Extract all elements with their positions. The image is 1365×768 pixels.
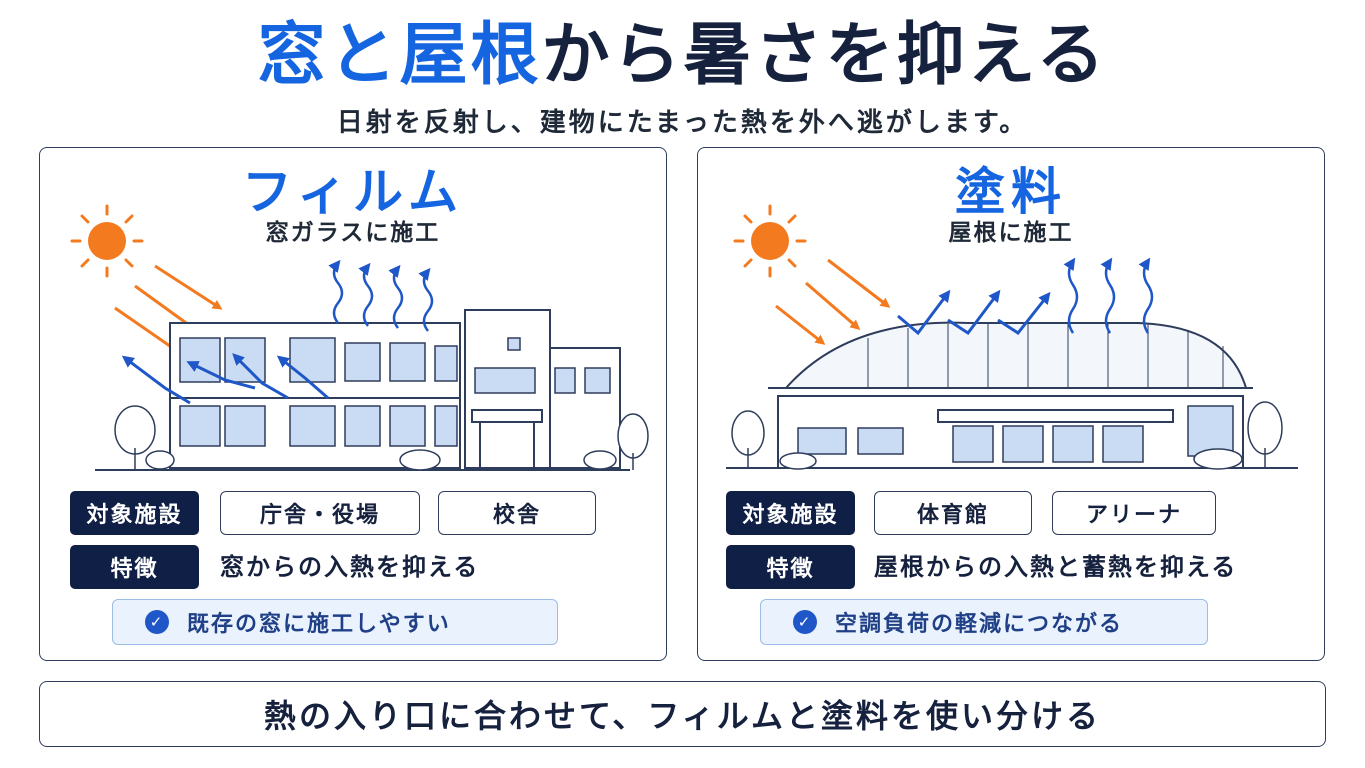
gymnasium-illustration [726, 204, 1298, 470]
tree-icon [731, 401, 1283, 470]
paint-panel: 塗料 屋根に施工 対象施設 体育館 アリーナ 特徴 屋根からの入熱と蓄熱を抑える… [697, 147, 1325, 661]
title-highlight: 窓と屋根 [257, 16, 542, 95]
film-panel: フィルム 窓ガラスに施工 対象施設 庁舎・役場 校舎 特徴 窓からの入熱を抑える… [39, 147, 667, 661]
target-chip-government: 庁舎・役場 [220, 491, 420, 535]
feature-text: 屋根からの入熱と蓄熱を抑える [874, 553, 1238, 581]
page-title: 窓と屋根から暑さを抑える [0, 14, 1365, 98]
target-chip-gymnasium: 体育館 [874, 491, 1032, 535]
reflection-arrows [897, 289, 1051, 336]
benefit-box: ✓ 空調負荷の軽減につながる [760, 599, 1208, 645]
page-subtitle: 日射を反射し、建物にたまった熱を外へ逃がします。 [336, 108, 1029, 138]
reflection-arrows [121, 353, 329, 405]
benefit-box: ✓ 既存の窓に施工しやすい [112, 599, 558, 645]
benefit-text: 空調負荷の軽減につながる [835, 612, 1124, 637]
sun-icon [733, 204, 807, 278]
title-rest: から暑さを抑える [541, 16, 1108, 95]
paint-title: 塗料 [955, 163, 1067, 221]
heat-release-arrows [1063, 257, 1154, 334]
office-building-illustration [70, 204, 649, 471]
target-facility-tag: 対象施設 [70, 491, 199, 535]
target-chip-arena: アリーナ [1052, 491, 1216, 535]
film-title: フィルム [242, 163, 464, 221]
sunlight-rays [775, 258, 891, 345]
roof-ribs [867, 323, 1224, 388]
heat-release-arrows [328, 259, 434, 332]
conclusion-banner: 熱の入り口に合わせて、フィルムと塗料を使い分ける [39, 681, 1326, 747]
feature-tag: 特徴 [726, 545, 855, 589]
tree-icon [114, 405, 649, 471]
target-facility-tag: 対象施設 [726, 491, 855, 535]
paint-subtitle: 屋根に施工 [948, 220, 1074, 246]
building-windows [179, 337, 611, 447]
check-circle-icon: ✓ [793, 610, 817, 634]
feature-text: 窓からの入熱を抑える [220, 553, 480, 581]
film-subtitle: 窓ガラスに施工 [265, 220, 441, 246]
gym-windows [797, 405, 1234, 463]
sun-icon [70, 204, 144, 278]
target-chip-school: 校舎 [438, 491, 596, 535]
check-circle-icon: ✓ [145, 610, 169, 634]
benefit-text: 既存の窓に施工しやすい [187, 612, 451, 637]
feature-tag: 特徴 [70, 545, 199, 589]
